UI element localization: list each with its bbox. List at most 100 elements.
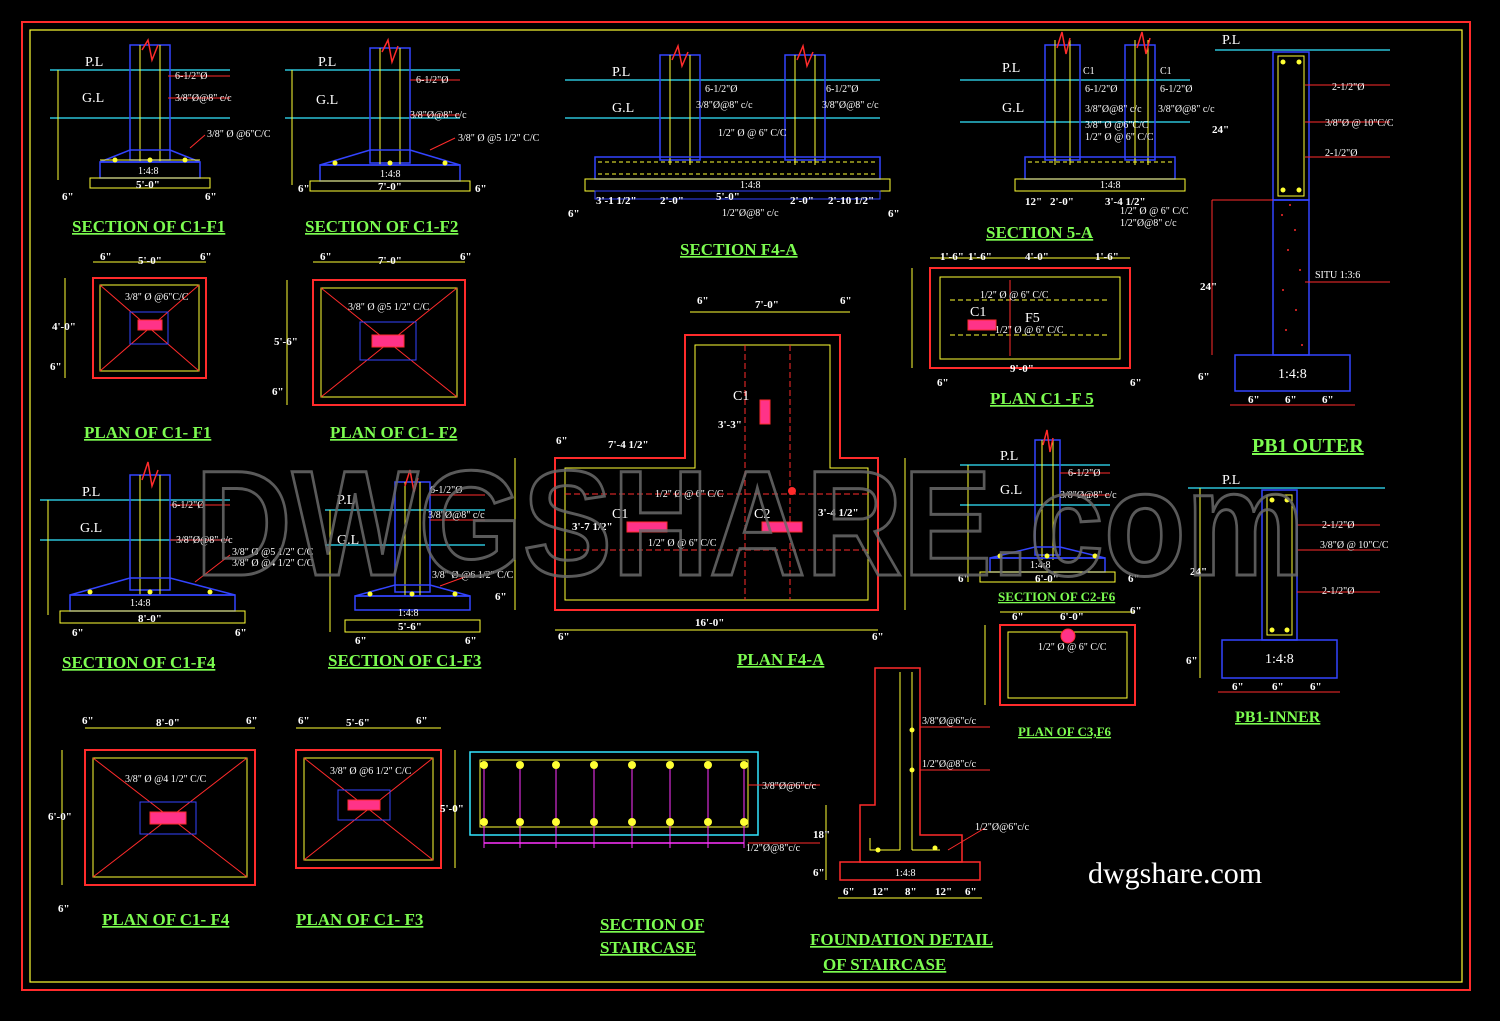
dim-label: 6'-0": [48, 811, 72, 823]
bar-label: 3/8"Ø@8" c/c: [1060, 490, 1117, 501]
dim-label: 6": [888, 208, 900, 220]
bar-label: 3/8" Ø @4 1/2" C/C: [125, 774, 207, 785]
dim-label: 7'-4 1/2": [608, 439, 649, 451]
bar-label: 6-1/2"Ø: [172, 500, 204, 511]
dim-label: 8": [905, 886, 917, 898]
dim-label: 5'-0": [138, 255, 162, 267]
bar-label: 3/8"Ø@8" c/c: [1158, 104, 1215, 115]
dim-label: 5'-6": [346, 717, 370, 729]
dim-label: 6": [495, 591, 507, 603]
pl-label: P.L: [612, 65, 630, 80]
bar-label: 6-1/2"Ø: [826, 84, 858, 95]
bar-label: 3/8" Ø @5 1/2" C/C: [458, 133, 540, 144]
dim-label: 6": [58, 903, 70, 915]
dim-label: 6": [937, 377, 949, 389]
dim-label: 4'-0": [52, 321, 76, 333]
dim-label: 6": [416, 715, 428, 727]
mix-label: 1:4:8: [1030, 560, 1051, 571]
dim-label: 6": [872, 631, 884, 643]
dim-label: 5'-0": [136, 179, 160, 191]
bar-label: 1/2" Ø @ 6" C/C: [995, 325, 1064, 336]
plan-c1-f3: 3/8" Ø @6 1/2" C/C 5'-6" 6" 6" 5'-0" PLA…: [295, 715, 464, 929]
dim-label: 6": [235, 627, 247, 639]
bar-label: 3/8"Ø@8" c/c: [696, 100, 753, 111]
dim-label: 6": [100, 251, 112, 263]
c2-label: C2: [754, 507, 770, 522]
pl-label: P.L: [82, 485, 100, 500]
title-section-staircase-2: STAIRCASE: [600, 938, 696, 957]
dim-label: 6": [272, 386, 284, 398]
title-plan-c1-f5: PLAN C1 -F 5: [990, 389, 1094, 408]
bar-label: 6-1/2"Ø: [1085, 84, 1117, 95]
bar-label: 3/8"Ø@8" c/c: [1085, 104, 1142, 115]
bar-label: 6-1/2"Ø: [705, 84, 737, 95]
section-c1-f4: P.L G.L 6-1/2"Ø 3/8"Ø@8" c/c 3/8" Ø @5 1…: [40, 461, 314, 672]
mix-label: 1:4:8: [895, 868, 916, 879]
bar-label: 3/8" Ø @6"C/C: [1085, 120, 1149, 131]
dim-label: 5'-0": [440, 803, 464, 815]
bar-label: 6-1/2"Ø: [1160, 84, 1192, 95]
dim-label: 6": [697, 295, 709, 307]
dim-label: 6": [965, 886, 977, 898]
title-section-c2-f6: SECTION OF C2-F6: [998, 589, 1116, 604]
bar-label: 1/2" Ø @ 6" C/C: [1038, 642, 1107, 653]
dim-label: 6": [298, 183, 310, 195]
plan-f4-a: C1 C1 C2 1/2" Ø @ 6" C/C 1/2" Ø @ 6" C/C…: [495, 295, 906, 669]
section-c1-f3: P.L G.L 6-1/2"Ø 3/8"Ø@8" c/c 3/8" Ø @6 1…: [325, 469, 514, 670]
plan-c1-f5: C1 F5 1/2" Ø @ 6" C/C 1/2" Ø @ 6" C/C 1'…: [911, 251, 1142, 408]
dim-label: 6": [82, 715, 94, 727]
title-plan-f4-a: PLAN F4-A: [737, 650, 825, 669]
title-foundation-staircase-2: OF STAIRCASE: [823, 955, 946, 974]
dim-label: 6": [1285, 394, 1297, 406]
bar-label: 2-1/2"Ø: [1322, 586, 1354, 597]
foundation-detail-staircase: 3/8"Ø@6"c/c 1/2"Ø@8"c/c 1/2"Ø@6"c/c 1:4:…: [810, 667, 1030, 974]
dim-label: 24": [1212, 124, 1229, 136]
dim-label: 6": [72, 627, 84, 639]
bar-label: 1/2" Ø @ 6" C/C: [655, 489, 724, 500]
dim-label: 6": [205, 191, 217, 203]
outer-border: [21, 21, 1471, 991]
section-c1-f1: P.L G.L 6-1/2"Ø 3/8"Ø@8" c/c 3/8" Ø @6"C…: [50, 37, 271, 236]
bar-label: 3/8" Ø @6"C/C: [207, 129, 271, 140]
dim-label: 12": [1025, 196, 1042, 208]
bar-label: 3/8" Ø @6"C/C: [125, 292, 189, 303]
dim-label: 6": [1310, 681, 1322, 693]
bar-label: 6-1/2"Ø: [430, 485, 462, 496]
dim-label: 6": [246, 715, 258, 727]
title-section-c1-f2: SECTION OF C1-F2: [305, 217, 458, 236]
dim-label: 6": [1130, 605, 1142, 617]
bar-label: 3/8" Ø @6 1/2" C/C: [330, 766, 412, 777]
title-plan-c1-f4: PLAN OF C1- F4: [102, 910, 230, 929]
pl-label: P.L: [337, 493, 355, 508]
bar-label: 1/2"Ø@8"c/c: [922, 759, 977, 770]
pl-label: P.L: [85, 55, 103, 70]
section-c1-f2: P.L G.L 6-1/2"Ø 3/8"Ø@8" c/c 3/8" Ø @5 1…: [285, 37, 540, 236]
bar-label: 3/8"Ø@8" c/c: [410, 110, 467, 121]
dim-label: 6": [62, 191, 74, 203]
dim-label: 6": [568, 208, 580, 220]
situ-label: SITU 1:3:6: [1315, 270, 1360, 281]
dim-label: 8'-0": [138, 613, 162, 625]
bar-label: 6-1/2"Ø: [416, 75, 448, 86]
dim-label: 1'-6": [968, 251, 992, 263]
dim-label: 2'-0": [790, 195, 814, 207]
bar-label: 1/2"Ø@8" c/c: [1120, 218, 1177, 229]
title-plan-c1-f1: PLAN OF C1- F1: [84, 423, 211, 442]
dim-label: 6": [1322, 394, 1334, 406]
plan-c3-f6: 1/2" Ø @ 6" C/C 6'-0" 6" 6" PLAN OF C3,F…: [984, 605, 1142, 739]
gl-label: G.L: [1000, 483, 1022, 498]
gl-label: G.L: [82, 91, 104, 106]
inner-border: [29, 29, 1463, 983]
c1-label: C1: [733, 389, 749, 404]
c1-label: C1: [612, 507, 628, 522]
bar-label: 3/8"Ø@8" c/c: [175, 93, 232, 104]
bar-label: 3/8" Ø @5 1/2" C/C: [348, 302, 430, 313]
dim-label: 6": [813, 867, 825, 879]
bar-label: 2-1/2"Ø: [1332, 82, 1364, 93]
dim-label: 6": [556, 435, 568, 447]
dim-label: 7'-0": [378, 255, 402, 267]
section-of-staircase: 3/8"Ø@6"c/c 1/2"Ø@8"c/c SECTION OF STAIR…: [469, 751, 820, 957]
section-5-a: P.L G.L C1 C1 6-1/2"Ø 3/8"Ø@8" c/c 6-1/2…: [960, 31, 1215, 242]
dim-label: 6": [558, 631, 570, 643]
